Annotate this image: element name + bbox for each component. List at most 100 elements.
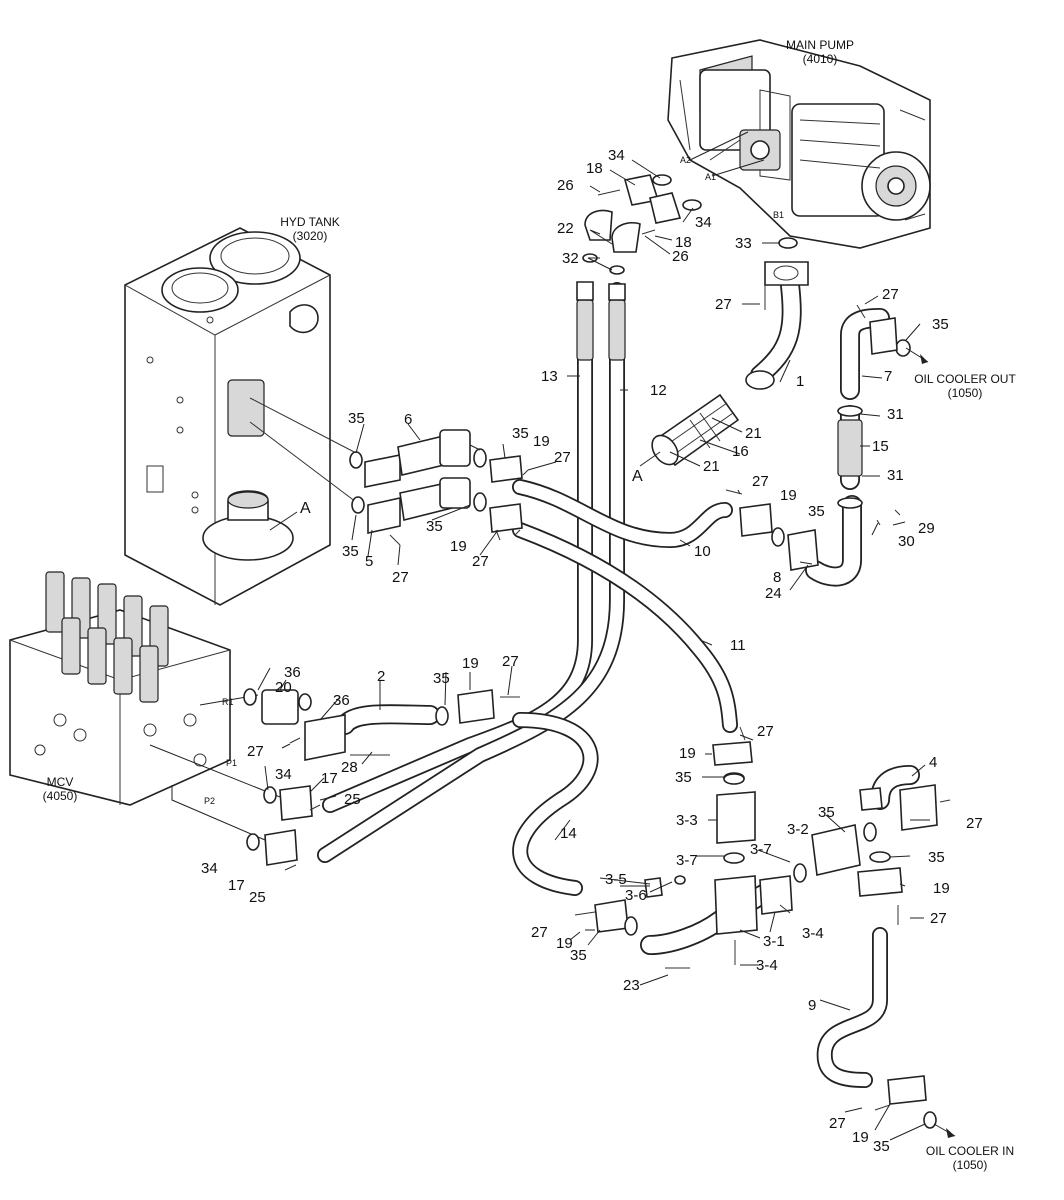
main-pump-code: (4010) (803, 52, 838, 66)
callout-33: 33 (735, 235, 752, 252)
callout-3-7b: 3-7 (750, 841, 772, 858)
callout-11: 11 (730, 637, 746, 654)
callout-27b: 27 (882, 286, 899, 303)
callout-18b: 18 (675, 234, 692, 251)
callout-19e: 19 (679, 745, 696, 762)
port-a1-label: A1 (705, 172, 716, 182)
callout-34b: 34 (695, 214, 712, 231)
main-pump-title: MAIN PUMP (786, 38, 854, 52)
callout-26b: 26 (672, 248, 689, 265)
callout-25a: 25 (344, 791, 361, 808)
callout-17b: 17 (228, 877, 245, 894)
callout-16: 16 (732, 443, 749, 460)
callout-35a: 35 (932, 316, 949, 333)
callout-35h: 35 (675, 769, 692, 786)
callout-1: 1 (796, 373, 804, 390)
callout-9: 9 (808, 997, 816, 1014)
callout-34d: 34 (201, 860, 218, 877)
port-p2-label: P2 (204, 796, 215, 806)
main-pump-assembly: MAIN PUMP (4010) A2 A1 B1 (667, 38, 931, 249)
hyd-tank-assembly: HYD TANK (3020) A (124, 215, 361, 606)
fittings (243, 174, 951, 1129)
callout-30: 30 (898, 533, 915, 550)
callout-35i: 35 (818, 804, 835, 821)
callout-35e: 35 (426, 518, 443, 535)
callout-19c: 19 (450, 538, 467, 555)
callout-27c: 27 (554, 449, 571, 466)
callout-26a: 26 (557, 177, 574, 194)
callout-21b: 21 (703, 458, 720, 475)
mcv-title: MCV (47, 775, 74, 789)
callout-19a: 19 (533, 433, 550, 450)
callout-18a: 18 (586, 160, 603, 177)
callout-27l: 27 (531, 924, 548, 941)
callout-35g: 35 (433, 670, 450, 687)
detail-a-label-hose: A (632, 468, 643, 485)
callout-28: 28 (341, 759, 358, 776)
port-r1-label: R1 (222, 697, 234, 707)
callout-35l: 35 (873, 1138, 890, 1155)
callout-19d: 19 (462, 655, 479, 672)
callout-15: 15 (872, 438, 889, 455)
oil-cooler-out-title: OIL COOLER OUT (914, 372, 1016, 386)
hoses-and-pipes (317, 275, 920, 1088)
callout-3-1: 3-1 (763, 933, 785, 950)
callout-20: 20 (275, 679, 292, 696)
callout-3-3: 3-3 (676, 812, 698, 829)
callout-27e: 27 (392, 569, 409, 586)
callout-32: 32 (562, 250, 579, 267)
callout-leaders (257, 159, 930, 1141)
callout-19h: 19 (852, 1129, 869, 1146)
callout-27i: 27 (757, 723, 774, 740)
callout-27h: 27 (247, 743, 264, 760)
detail-a-label-tank: A (300, 500, 311, 517)
callout-34a: 34 (608, 147, 625, 164)
callout-29: 29 (918, 520, 935, 537)
callout-35j: 35 (928, 849, 945, 866)
callout-27f: 27 (472, 553, 489, 570)
callout-3-2: 3-2 (787, 821, 809, 838)
oil-cooler-in-code: (1050) (953, 1158, 988, 1172)
callout-2: 2 (377, 668, 385, 685)
callout-13: 13 (541, 368, 558, 385)
callout-36b: 36 (333, 692, 350, 709)
callout-27k: 27 (930, 910, 947, 927)
callout-5: 5 (365, 553, 373, 570)
hyd-tank-code: (3020) (293, 229, 328, 243)
port-b1-label: B1 (773, 210, 784, 220)
callout-35b: 35 (348, 410, 365, 427)
callout-21a: 21 (745, 425, 762, 442)
callout-12: 12 (650, 382, 667, 399)
callout-35k: 35 (570, 947, 587, 964)
hyd-tank-title: HYD TANK (280, 215, 340, 229)
callout-19b: 19 (780, 487, 797, 504)
oil-cooler-in-title: OIL COOLER IN (926, 1144, 1014, 1158)
callout-19f: 19 (933, 880, 950, 897)
callout-34c: 34 (275, 766, 292, 783)
callout-4: 4 (929, 754, 937, 771)
callout-6: 6 (404, 411, 412, 428)
callout-27d: 27 (752, 473, 769, 490)
callout-27g: 27 (502, 653, 519, 670)
callout-labels: 34 18 26 34 22 18 26 33 32 27 27 35 13 1… (201, 147, 983, 1155)
callout-31a: 31 (887, 406, 904, 423)
callout-36a: 36 (284, 664, 301, 681)
callout-3-5: 3-5 (605, 871, 627, 888)
callout-3-7a: 3-7 (676, 852, 698, 869)
callout-35d: 35 (808, 503, 825, 520)
port-a2-label: A2 (680, 155, 691, 165)
callout-8: 8 (773, 569, 781, 586)
callout-25b: 25 (249, 889, 266, 906)
callout-10: 10 (694, 543, 711, 560)
callout-3-4b: 3-4 (756, 957, 778, 974)
mcv-code: (4050) (43, 789, 78, 803)
callout-19g: 19 (556, 935, 573, 952)
callout-27j: 27 (966, 815, 983, 832)
callout-24: 24 (765, 585, 782, 602)
callout-3-4a: 3-4 (802, 925, 824, 942)
callout-27a: 27 (715, 296, 732, 313)
callout-22: 22 (557, 220, 574, 237)
callout-35c: 35 (512, 425, 529, 442)
flow-arrows (905, 347, 956, 1138)
